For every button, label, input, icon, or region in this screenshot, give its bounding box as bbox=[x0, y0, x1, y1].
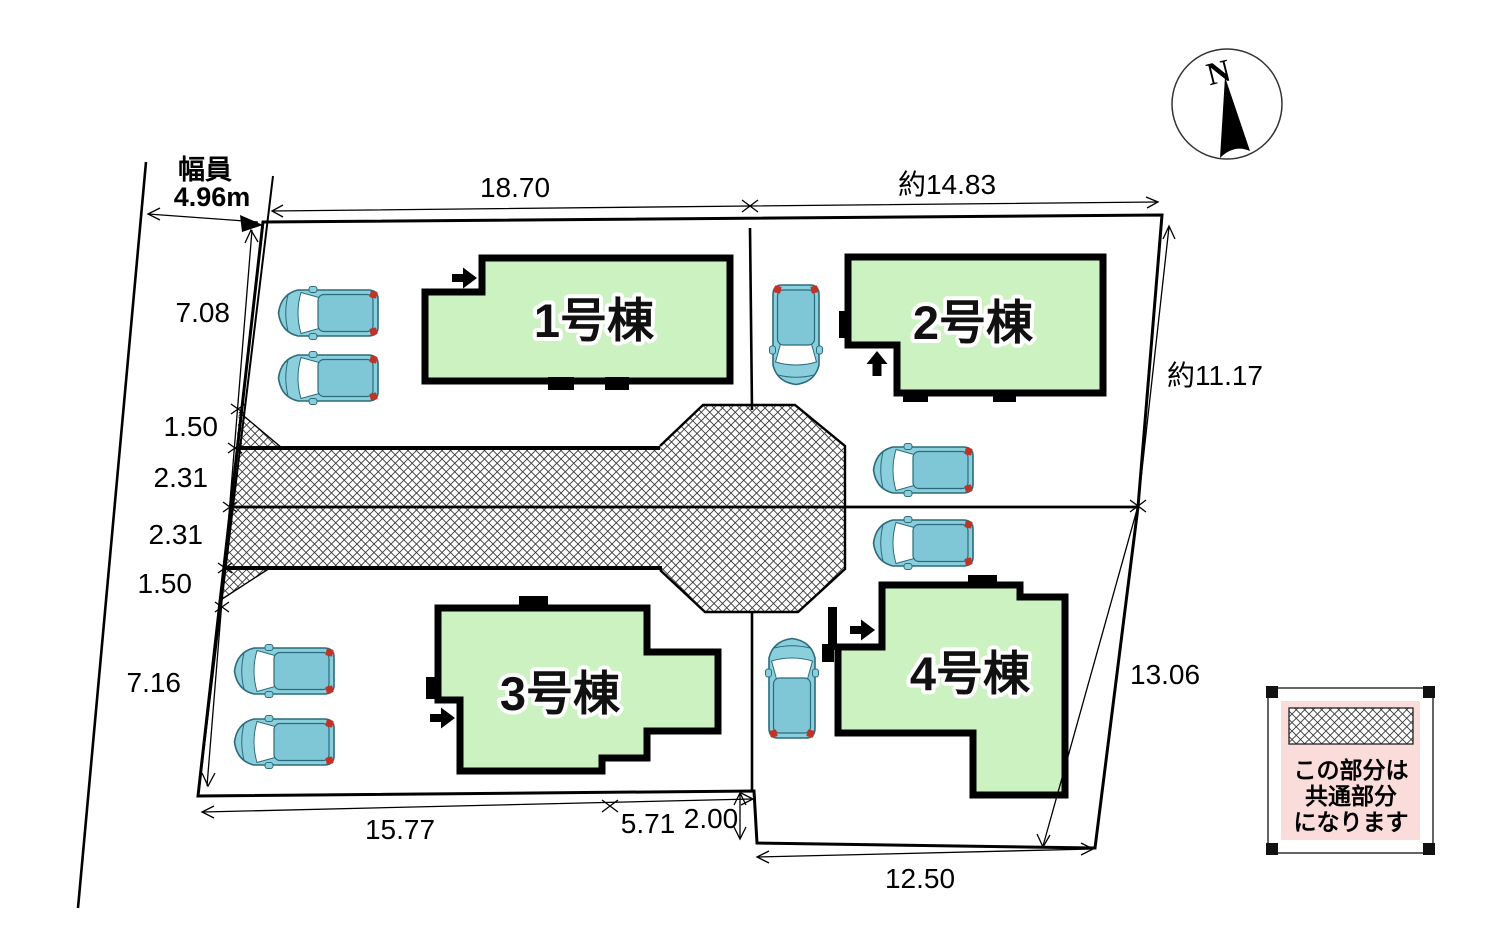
dim-top-right: 約14.83 bbox=[898, 169, 996, 200]
building-4-entry-wall bbox=[828, 607, 837, 650]
dim-left-0: 7.08 bbox=[176, 297, 231, 328]
dimension-labels: 幅員 4.96m 18.70 約14.83 7.08 1.50 2.31 2.3… bbox=[127, 155, 1264, 894]
building-3-label: 3号棟 bbox=[500, 667, 621, 720]
road-width-value: 4.96m bbox=[174, 182, 251, 212]
building-4: 4号棟 bbox=[822, 575, 1069, 799]
building-1-entrance-arrow-icon bbox=[452, 267, 477, 289]
legend-line-1: この部分は bbox=[1294, 757, 1409, 783]
lot-divider-1-2 bbox=[748, 227, 754, 411]
building-3-top-tab bbox=[519, 596, 548, 609]
legend-corner-br bbox=[1423, 843, 1435, 855]
dim-top-left: 18.70 bbox=[480, 172, 550, 203]
dim-left-4: 1.50 bbox=[138, 568, 193, 599]
dim-bottom-step: 2.00 bbox=[684, 803, 739, 834]
building-2-left-tab bbox=[839, 311, 849, 338]
dim-bottom-mid: 5.71 bbox=[621, 808, 676, 839]
building-2-bottom-tab-left bbox=[903, 390, 928, 402]
building-2: 2号棟 bbox=[839, 253, 1107, 402]
road-width-label: 幅員 bbox=[178, 155, 232, 185]
building-3-left-tab bbox=[426, 677, 439, 699]
dim-left-3: 2.31 bbox=[149, 519, 204, 550]
car-lot3-b bbox=[233, 714, 335, 770]
car-lot2 bbox=[768, 284, 824, 386]
car-mid-a bbox=[872, 442, 974, 498]
legend-line-2: 共通部分 bbox=[1305, 783, 1397, 809]
building-4-entrance-arrow-icon bbox=[850, 619, 875, 641]
dim-bottom-left: 15.77 bbox=[365, 814, 435, 845]
legend-corner-tl bbox=[1266, 686, 1278, 698]
car-lot4 bbox=[764, 637, 820, 739]
building-1-label: 1号棟 bbox=[534, 294, 655, 347]
building-2-bottom-tab-right bbox=[993, 390, 1016, 402]
building-4-label: 4号棟 bbox=[910, 647, 1031, 700]
legend: この部分は 共通部分 になります bbox=[1266, 686, 1435, 855]
car-lot1-a bbox=[277, 285, 379, 341]
compass-needle-icon bbox=[1220, 77, 1250, 158]
shared-driveway-hatch bbox=[218, 403, 847, 614]
building-4-top-tab bbox=[968, 575, 997, 586]
building-1: 1号棟 bbox=[421, 254, 734, 390]
car-lot3-a bbox=[233, 643, 335, 699]
building-3-entrance-arrow-icon bbox=[430, 707, 455, 729]
legend-corner-bl bbox=[1266, 843, 1278, 855]
dim-left-1: 1.50 bbox=[164, 411, 219, 442]
dimension-lines bbox=[146, 196, 1176, 864]
dim-left-2: 2.31 bbox=[154, 462, 209, 493]
site-boundary bbox=[196, 213, 1164, 850]
building-1-bottom-tab-left bbox=[548, 377, 574, 390]
legend-line-3: になります bbox=[1294, 809, 1409, 835]
legend-corner-tr bbox=[1423, 686, 1435, 698]
dim-left-5: 7.16 bbox=[127, 667, 182, 698]
dim-right-upper: 約11.17 bbox=[1167, 360, 1263, 391]
dim-right-lower: 13.06 bbox=[1130, 659, 1200, 690]
building-3: 3号棟 bbox=[426, 596, 722, 775]
legend-hatch-swatch bbox=[1288, 707, 1414, 745]
building-1-bottom-tab-right bbox=[605, 377, 629, 390]
building-2-entrance-arrow-icon bbox=[866, 351, 888, 376]
compass: N bbox=[1171, 48, 1283, 160]
road-left-edge bbox=[76, 161, 148, 909]
car-lot1-b bbox=[277, 350, 379, 406]
dim-bottom-lot4: 12.50 bbox=[885, 863, 955, 894]
car-mid-b bbox=[872, 515, 974, 571]
building-4-left-tab bbox=[822, 644, 834, 662]
building-2-label: 2号棟 bbox=[913, 296, 1034, 349]
